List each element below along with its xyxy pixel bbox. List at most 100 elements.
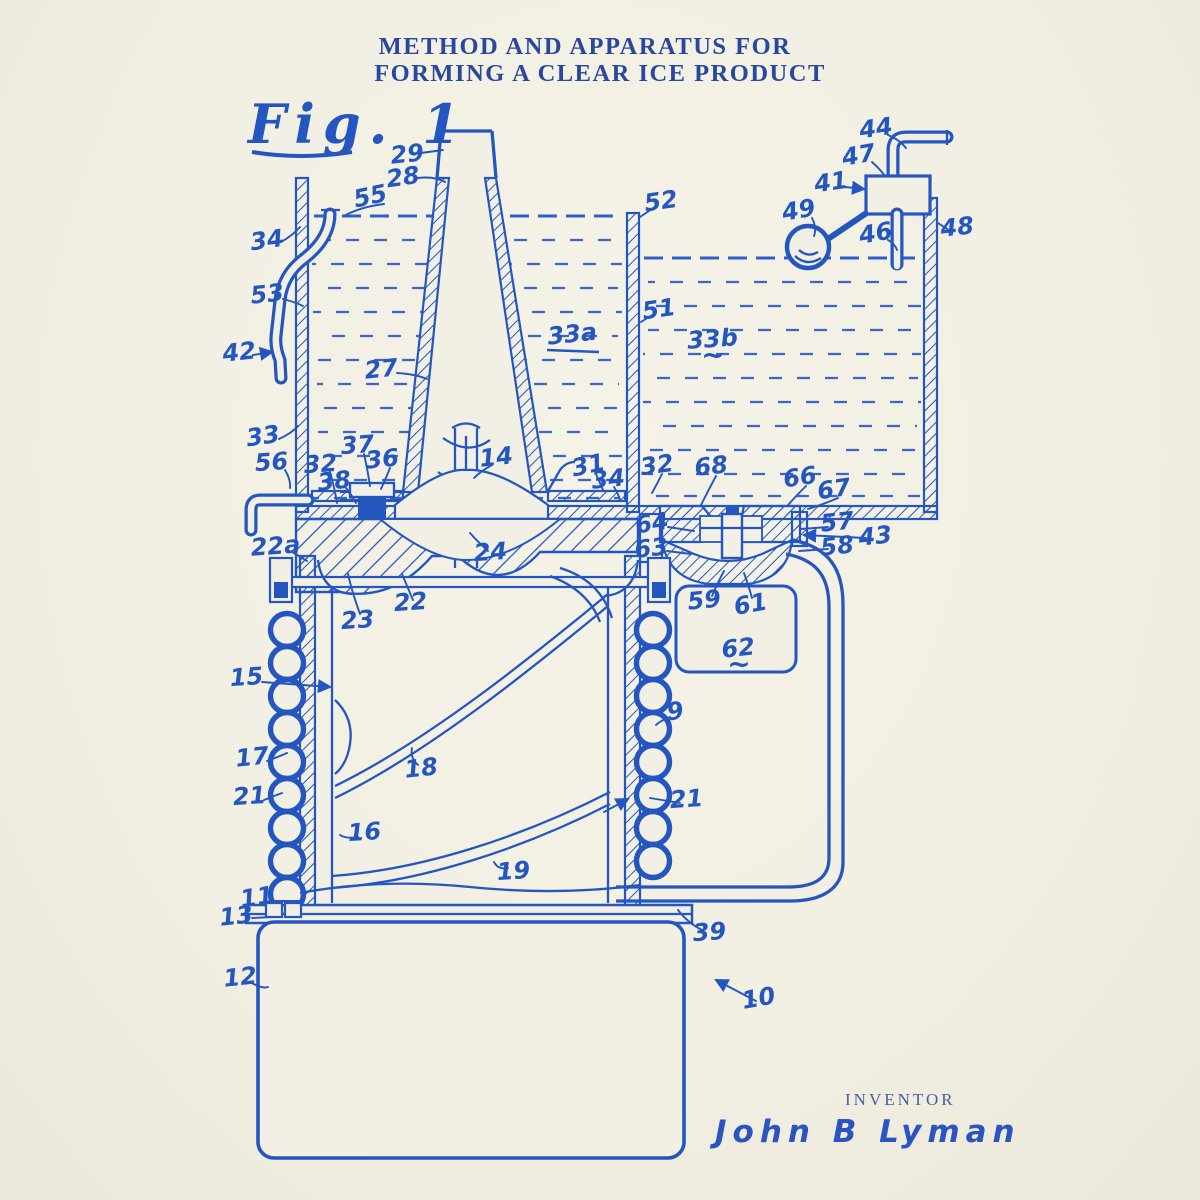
part-label-58: 58 bbox=[819, 530, 855, 561]
part-label-22: 22 bbox=[393, 587, 428, 617]
cooling-coils-right bbox=[633, 610, 673, 881]
part-label-59: 59 bbox=[686, 584, 722, 615]
overflow-pipe-part bbox=[272, 210, 334, 382]
support-plate-part bbox=[546, 489, 627, 503]
freezing-cylinder bbox=[268, 554, 672, 910]
part-label-21: 21 bbox=[669, 784, 704, 814]
machine-base bbox=[244, 901, 694, 1160]
part-label-64: 64 bbox=[633, 507, 670, 539]
part-label-66: 66 bbox=[781, 461, 818, 493]
leader-lines-part bbox=[251, 134, 953, 989]
part-label-15: 15 bbox=[229, 662, 264, 692]
part-label-53: 53 bbox=[249, 278, 285, 309]
part-label-42: 42 bbox=[220, 336, 257, 367]
part-label-33a: 33a bbox=[546, 318, 598, 351]
arrow-15 bbox=[261, 679, 333, 694]
support-plate-part bbox=[547, 460, 576, 492]
cooling-coils-left-part bbox=[267, 709, 307, 749]
part-label-27: 27 bbox=[363, 353, 399, 384]
hub-bolt-part bbox=[358, 497, 386, 518]
part-label-48: 48 bbox=[938, 211, 975, 242]
machine-base-part bbox=[264, 901, 284, 919]
part-label-33: 33 bbox=[244, 420, 281, 452]
part-label-56: 56 bbox=[254, 447, 289, 477]
part-label-44: 44 bbox=[856, 112, 894, 145]
chimney bbox=[435, 129, 498, 179]
part-label-52: 52 bbox=[642, 185, 679, 217]
part-label-16: 16 bbox=[347, 817, 382, 847]
title-line-2: FORMING A CLEAR ICE PRODUCT bbox=[374, 60, 826, 87]
spout-part bbox=[247, 496, 312, 534]
cooling-coils-right-part bbox=[633, 610, 673, 650]
part-label-11: 11 bbox=[238, 881, 275, 913]
figure-label-underline bbox=[251, 150, 353, 158]
part-label-32: 32 bbox=[303, 449, 338, 479]
part-label-51: 51 bbox=[640, 293, 677, 325]
part-label-36: 36 bbox=[364, 443, 400, 474]
cooling-coils-right-part bbox=[633, 709, 673, 749]
part-label-68: 68 bbox=[693, 450, 729, 481]
part-label-34: 34 bbox=[590, 463, 626, 494]
cone-hopper bbox=[401, 129, 549, 494]
arrow-21 bbox=[603, 797, 630, 813]
part-label-38: 38 bbox=[316, 465, 352, 496]
drain-pipe bbox=[616, 538, 845, 903]
part-label-21: 21 bbox=[232, 781, 267, 811]
part-label-12: 12 bbox=[222, 961, 258, 992]
part-label-10: 10 bbox=[740, 981, 778, 1014]
float-arm bbox=[820, 209, 870, 246]
cooling-coils-right-part bbox=[633, 676, 673, 716]
part-label-43: 43 bbox=[856, 520, 893, 551]
discharge-valve-assembly-part bbox=[720, 512, 744, 560]
float-valve-assembly-part bbox=[794, 249, 822, 264]
auger-helix bbox=[299, 566, 641, 895]
discharge-valve-assembly-part bbox=[726, 506, 739, 515]
base-cabinet bbox=[256, 920, 686, 1160]
cooling-coils-left bbox=[267, 610, 307, 914]
freezing-cylinder-part bbox=[274, 582, 288, 598]
arrow-10 bbox=[714, 979, 757, 1002]
arrow-43 bbox=[801, 528, 867, 543]
part-label-39: 39 bbox=[692, 917, 727, 947]
cylinder-liner bbox=[330, 578, 610, 903]
part-label-32: 32 bbox=[638, 449, 675, 481]
part-label-9: 9 bbox=[664, 696, 686, 727]
cooling-coils-right-part bbox=[633, 643, 673, 683]
cooling-coils-left-part bbox=[267, 742, 307, 782]
cooling-coils-left-part bbox=[267, 610, 307, 650]
part-label-34: 34 bbox=[248, 224, 285, 256]
part-label-14: 14 bbox=[478, 441, 514, 472]
cooling-coils-right-part bbox=[633, 808, 673, 848]
leader-lines bbox=[251, 134, 953, 1002]
arrow-42 bbox=[252, 346, 275, 361]
part-label-18: 18 bbox=[403, 752, 439, 783]
component-box-62 bbox=[674, 584, 798, 674]
drain-pipe-part bbox=[616, 552, 831, 889]
cooling-coils-right-part bbox=[633, 742, 673, 782]
auger-helix-part bbox=[334, 699, 352, 775]
part-label-17: 17 bbox=[234, 741, 270, 772]
part-label-31: 31 bbox=[569, 448, 607, 482]
part-label-19: 19 bbox=[496, 856, 531, 886]
label-tilde-62: ~ bbox=[727, 647, 750, 680]
label-underline-33a bbox=[546, 348, 600, 354]
tank-divider-wall bbox=[625, 211, 641, 514]
part-label-37: 37 bbox=[340, 430, 376, 460]
part-label-22a: 22a bbox=[250, 530, 301, 561]
agitator-shaft-part bbox=[451, 422, 481, 429]
part-label-24: 24 bbox=[473, 537, 508, 567]
cooling-coils-left-part bbox=[267, 643, 307, 683]
part-label-46: 46 bbox=[856, 216, 895, 250]
water-right-compartment bbox=[643, 256, 921, 498]
part-label-61: 61 bbox=[732, 587, 770, 620]
arrow-41 bbox=[844, 180, 867, 195]
part-label-23: 23 bbox=[340, 605, 375, 635]
ice-mound bbox=[393, 468, 550, 521]
part-label-63: 63 bbox=[633, 532, 669, 563]
overflow-pipe bbox=[269, 207, 340, 385]
part-label-41: 41 bbox=[811, 166, 849, 199]
part-label-47: 47 bbox=[839, 138, 878, 172]
